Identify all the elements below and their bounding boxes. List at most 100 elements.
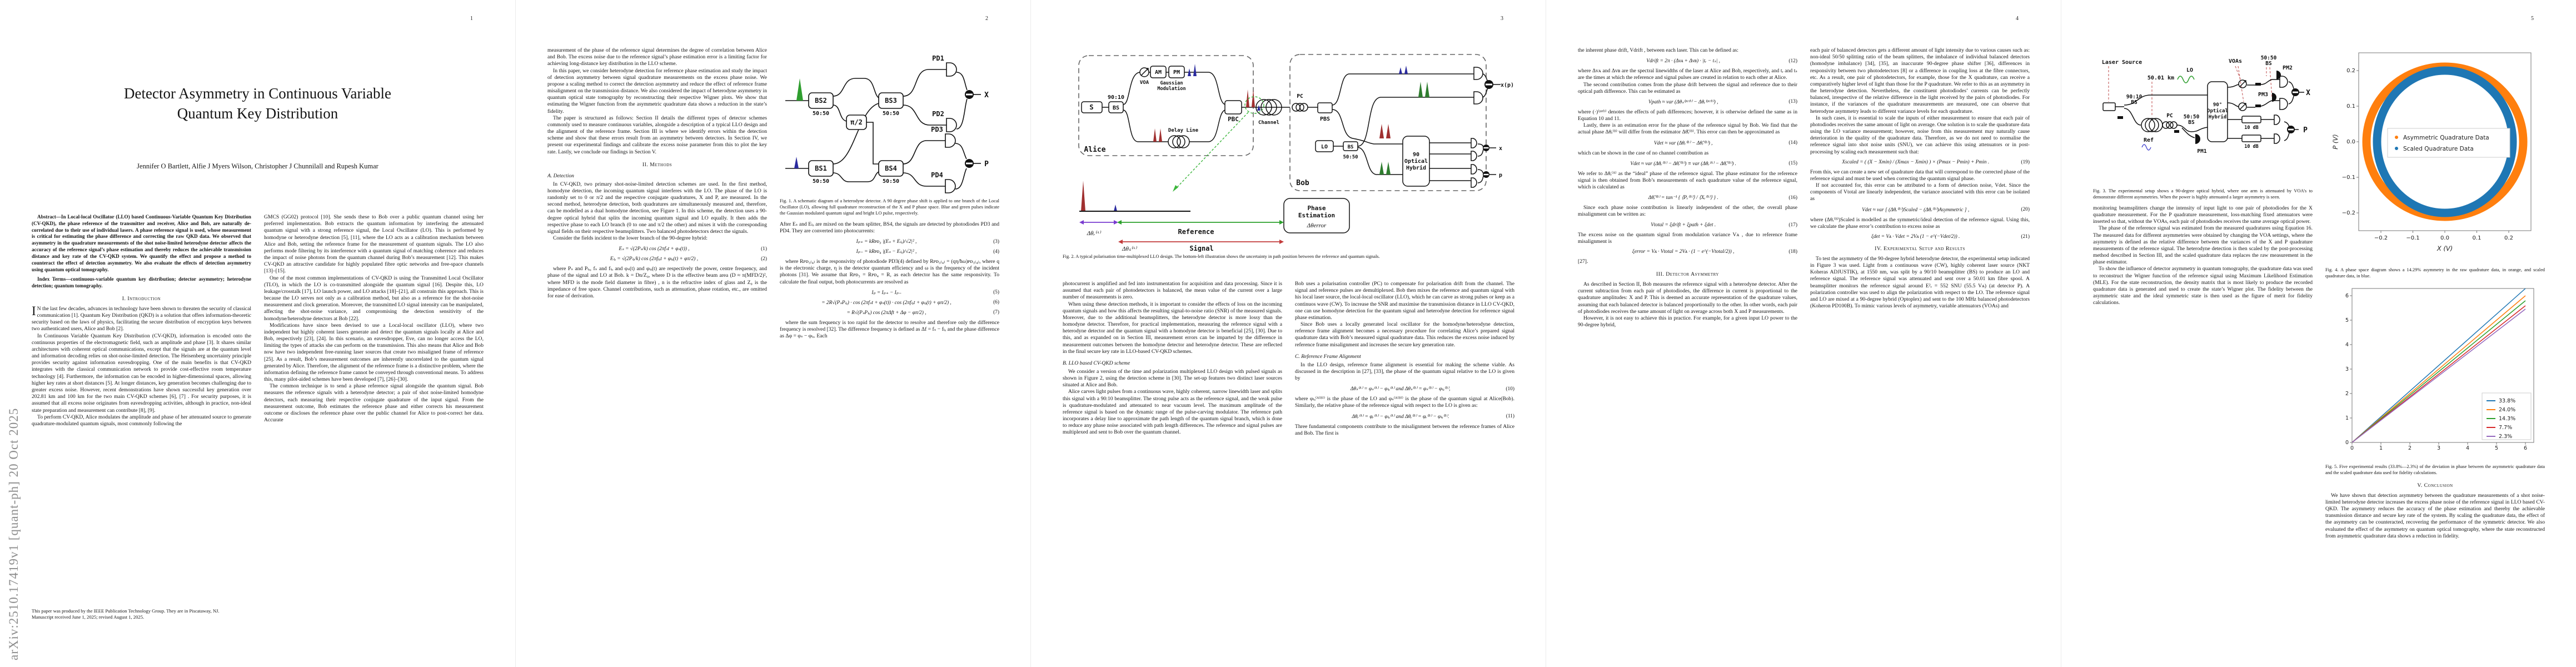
laser-box xyxy=(2102,102,2116,111)
body-paragraph: each pair of balanced detectors gets a d… xyxy=(1810,47,2030,115)
body-paragraph: which can be shown in the case of no cha… xyxy=(1578,150,1709,156)
page5-left-column: Laser Source 90:10 BS 50.01 km LO Ref PC… xyxy=(2093,47,2313,645)
legend-marker-orange xyxy=(2395,136,2398,139)
legend-label: 24.0% xyxy=(2499,407,2515,413)
fig-label: PM1 xyxy=(2197,148,2206,155)
attenuator-box xyxy=(2241,135,2261,142)
equation: = 2R√(PₛPₗₒ) · cos (2πfₛt + φₛ(t)) · cos… xyxy=(780,300,999,306)
fig-label: X xyxy=(984,91,989,99)
tick-label: −0.2 xyxy=(2374,235,2388,241)
phase-shifter-box xyxy=(846,115,867,130)
equation-body: Vdet ≈ var (Δθᵣ⁽ᴮ⁾ − Δθ̂ᵣ⁽ᴮ⁾) , xyxy=(1653,140,1713,146)
section-heading: IV. Experimental Setup and Results xyxy=(1875,245,1965,252)
fig-label: 10 dB xyxy=(2244,125,2259,131)
tick-label: 5 xyxy=(2345,317,2349,323)
legend-box xyxy=(2387,128,2510,158)
body-paragraph: The common technique is to send a phase … xyxy=(264,383,484,424)
ref-wave-icon xyxy=(2141,144,2151,151)
photodiode-icon xyxy=(1473,91,1483,104)
equation-number: (5) xyxy=(993,290,999,296)
page-number: 2 xyxy=(985,16,988,22)
equation-body: = 2R√(PₛPₗₒ) · cos (2πfₛt + φₛ(t)) · cos… xyxy=(821,300,951,306)
voa-icon xyxy=(1139,67,1149,77)
fig-label: PD2 xyxy=(932,110,944,118)
body-paragraph: where (·)⁽ᵖᵃᵗʰ⁾ denotes the effects of p… xyxy=(1578,108,1797,122)
fig-label: S xyxy=(1089,103,1093,111)
equation-body: Δθₛ⁽ᴬ⁾ = φₛ⁽ᴬ⁾ − φₗₒ⁽ᴬ⁾ and Δθₛ⁽ᴮ⁾ = φₛ⁽… xyxy=(1350,386,1451,392)
body-paragraph: If not accounted for, this error can be … xyxy=(1810,182,2030,202)
fig-label: 50:50 xyxy=(813,178,829,185)
fig-label: PD4 xyxy=(931,171,943,179)
arrowheads xyxy=(1079,220,1284,244)
photodiode-icon xyxy=(1473,67,1483,80)
equation-number: (14) xyxy=(1788,140,1797,146)
equation: Iₚ = Iₚ₊ − Iₚ₋(5) xyxy=(780,290,999,296)
page2-right-column: BS2 50:50 π/2 BS1 50:50 BS3 50:50 BS4 50… xyxy=(780,47,999,645)
source-box xyxy=(1081,101,1103,113)
equation-number: (6) xyxy=(993,300,999,306)
plot-frame xyxy=(2351,288,2534,443)
equation: Vpath ≈ var (Δθₛ⁽ᵖᵃᵗʰ⁾ − Δθᵣ⁽ᵖᵃᵗʰ⁾) ,(13… xyxy=(1578,99,1797,105)
fixed-attenuator-icon xyxy=(2255,104,2261,107)
fig-label: PD3 xyxy=(931,126,943,133)
body-paragraph: [27]. xyxy=(1578,258,1588,265)
equation-body: ξerror = Vᴀ · Vtotal = 2Vᴀ · (1 − e^(−Vt… xyxy=(1632,248,1735,255)
fig-label: Laser Source xyxy=(2102,59,2142,66)
arxiv-banner: arXiv:2510.17419v1 [quant-ph] 20 Oct 202… xyxy=(7,407,21,660)
subsection-heading: A. Detection xyxy=(547,172,574,179)
paper-title-line2: Quantum Key Distribution xyxy=(177,105,338,122)
legend-marker-blue xyxy=(2395,147,2398,150)
tick-label: 0.1 xyxy=(2473,235,2482,241)
fig-label: PD1 xyxy=(932,54,944,62)
body-paragraph: However, it is not easy to achieve this … xyxy=(1578,315,1797,328)
photodiode-icon xyxy=(1471,164,1477,175)
tick-label: 1 xyxy=(2345,415,2349,421)
footnote: Manuscript received June 1, 2025; revise… xyxy=(32,614,145,620)
figure-4-caption: Fig. 4. A phase space diagram shows a 14… xyxy=(2325,267,2545,278)
page2-left-column: measurement of the phase of the referenc… xyxy=(547,47,767,645)
footnote: This paper was produced by the IEEE Publ… xyxy=(32,608,220,614)
fig-label: VOAs xyxy=(2229,58,2242,64)
polarisation-controller-icon xyxy=(2162,121,2170,129)
fig-label: Signal xyxy=(1189,245,1213,252)
photodiode-icon xyxy=(1471,151,1477,161)
page-3: 3 xyxy=(1030,0,1546,667)
series-line xyxy=(2351,305,2526,443)
equation: Δθₛ⁽ᴬ⁾ = φₛ⁽ᴬ⁾ − φₗₒ⁽ᴬ⁾ and Δθₛ⁽ᴮ⁾ = φₛ⁽… xyxy=(1295,386,1514,392)
equation: Eₗₒ = √(2Pₗₒ/k) cos (2πfₗₒt + φₗₒ(t) + φ… xyxy=(547,256,767,262)
section-heading: I. Introduction xyxy=(122,295,161,302)
equation: Iₚ₊ = kRᴘᴅ₃ |(Eₛ + Eₗₒ)/√2|² ,(3) xyxy=(780,238,999,245)
beamsplitter-bs4 xyxy=(878,160,904,177)
signal-pulse-icon xyxy=(794,157,799,168)
equation-number: (3) xyxy=(993,238,999,245)
fig-label: BS1 xyxy=(815,165,827,172)
highlight-circle-icon xyxy=(1244,96,1264,114)
equation-number: (10) xyxy=(1506,386,1514,392)
series-line xyxy=(2351,300,2526,443)
photodiode-icon xyxy=(2279,98,2288,110)
beamsplitter-box xyxy=(1108,101,1124,113)
tick-label: 4 xyxy=(2466,445,2469,451)
photodiode-icon xyxy=(1471,177,1477,188)
pulse-icons xyxy=(1081,64,1429,211)
body-paragraph: We refer to Δθᵣ⁽ᴬ⁾ as the “ideal” phase … xyxy=(1578,170,1797,191)
figure-3-caption: Fig. 3. The experimental setup shows a 9… xyxy=(2093,188,2313,200)
body-paragraph: photocurrent is amplified and fed into i… xyxy=(1063,281,1282,301)
body-paragraph: Three fundamental components contribute … xyxy=(1295,423,1514,436)
fig-label: BS xyxy=(1113,105,1119,111)
fig-label: Delay Line xyxy=(1168,127,1199,133)
subsection-heading: C. Reference Frame Alignment xyxy=(1295,353,1361,360)
fig-label: LO xyxy=(2186,67,2193,73)
body-paragraph: monitoring beamsplitters change the inte… xyxy=(2093,205,2313,225)
fig-label: PC xyxy=(2166,113,2173,119)
fig-label: Alice xyxy=(1084,146,1105,154)
fig-label: Phase xyxy=(1307,205,1326,212)
photodiode-pd4-icon xyxy=(945,179,956,193)
body-paragraph: Lastly, there is an estimation error for… xyxy=(1578,122,1797,136)
equation-number: (20) xyxy=(2021,207,2030,213)
fig-label: Gaussian xyxy=(1160,80,1183,86)
legend-label: 14.3% xyxy=(2499,416,2515,422)
fig-label: LO xyxy=(1321,144,1328,150)
legend-label: 33.8% xyxy=(2499,398,2515,404)
lo-wave-icon xyxy=(2177,76,2195,83)
